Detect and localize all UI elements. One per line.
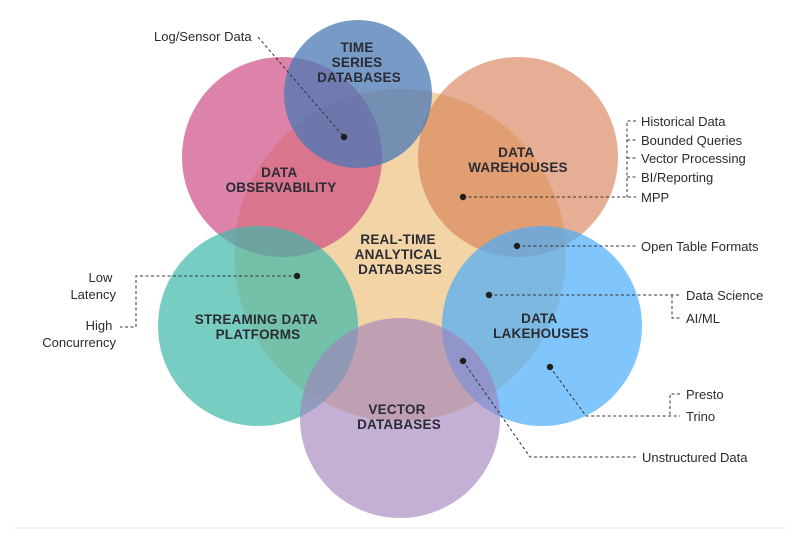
callout-low-latency: Low Latency — [70, 270, 116, 302]
connector-dot — [459, 193, 467, 201]
callout-open-table-formats: Open Table Formats — [641, 239, 759, 254]
callout-bi-reporting: BI/Reporting — [641, 170, 713, 185]
leader-warehouse-bracket — [626, 120, 636, 197]
data-lakehouses-circle — [442, 226, 642, 426]
streaming-data-platforms-title: STREAMING DATA PLATFORMS — [195, 312, 322, 342]
callout-high-concurrency: High Concurrency — [42, 318, 116, 350]
leader-trino — [549, 366, 680, 417]
connector-dot — [546, 363, 554, 371]
callout-mpp: MPP — [641, 190, 669, 205]
callout-bounded-queries: Bounded Queries — [641, 133, 743, 148]
callout-unstructured-data: Unstructured Data — [642, 450, 748, 465]
callout-vector-processing: Vector Processing — [641, 151, 746, 166]
time-series-databases-title: TIME SERIES DATABASES — [317, 40, 401, 85]
callout-trino: Trino — [686, 409, 715, 424]
center-title: REAL-TIME ANALYTICAL DATABASES — [355, 232, 446, 277]
leader-unstructured-data — [462, 360, 637, 458]
vector-databases-title: VECTOR DATABASES — [357, 402, 441, 432]
connector-dot — [340, 133, 348, 141]
connector-dot — [485, 291, 493, 299]
data-warehouses-title: DATA WAREHOUSES — [468, 145, 568, 175]
leader-latency-concurrency — [120, 275, 297, 328]
callout-presto: Presto — [686, 387, 724, 402]
leader-presto-bracket — [669, 393, 680, 416]
callout-historical-data: Historical Data — [641, 114, 726, 129]
connector-dot — [459, 357, 467, 365]
vector-databases-circle — [300, 318, 500, 518]
time-series-databases-circle — [284, 20, 432, 168]
data-lakehouses-title: DATA LAKEHOUSES — [493, 311, 589, 341]
callout-ai-ml: AI/ML — [686, 311, 720, 326]
callout-log-sensor-data: Log/Sensor Data — [154, 29, 252, 44]
data-observability-title: DATA OBSERVABILITY — [226, 165, 337, 195]
data-warehouses-circle — [418, 57, 618, 257]
callout-data-science: Data Science — [686, 288, 763, 303]
leader-ai-ml-bracket — [671, 295, 681, 319]
connector-dot — [513, 242, 521, 250]
connector-dot — [293, 272, 301, 280]
